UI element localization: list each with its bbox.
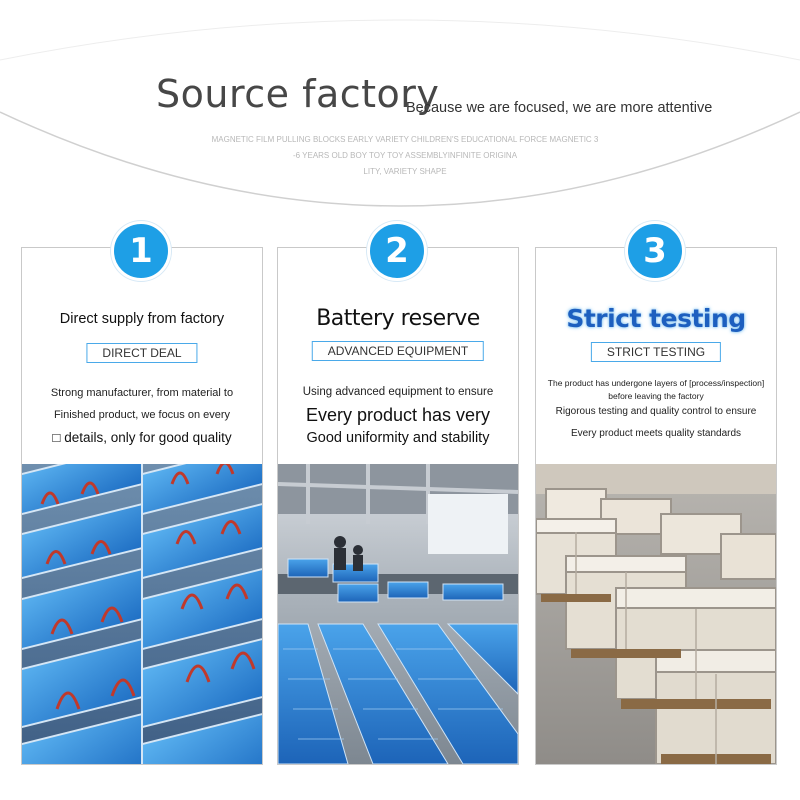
card-description: The product has undergone layers of [pro… xyxy=(536,377,776,447)
card-title: Direct supply from factory xyxy=(59,311,225,327)
step-number-2: 2 xyxy=(367,221,427,281)
card-tag: DIRECT DEAL xyxy=(86,343,198,363)
card-description-line: Using advanced equipment to ensure xyxy=(302,386,494,398)
battery-rows-photo xyxy=(22,464,262,764)
wooden-crates-photo xyxy=(536,464,776,764)
card-title: Battery reserve xyxy=(316,306,480,331)
page-description: MAGNETIC FILM PULLING BLOCKS EARLY VARIE… xyxy=(190,132,620,180)
card-description-line: Every product has very xyxy=(305,405,491,425)
card-description-line: Rigorous testing and quality control to … xyxy=(555,406,757,417)
description-line: LITY, VARIETY SHAPE xyxy=(363,167,447,176)
step-number-1: 1 xyxy=(111,221,171,281)
card-description: Strong manufacturer, from material to Fi… xyxy=(22,382,262,450)
card-tag: STRICT TESTING xyxy=(590,342,722,362)
page-subtitle: Because we are focused, we are more atte… xyxy=(406,100,713,116)
factory-floor-photo xyxy=(278,464,518,764)
card-title: Strict testing xyxy=(566,304,746,333)
card-description-line: □ details, only for good quality xyxy=(52,430,232,445)
card-description-line: Finished product, we focus on every xyxy=(53,409,231,421)
card-description-line: Strong manufacturer, from material to xyxy=(50,387,234,399)
card-description-line: Every product meets quality standards xyxy=(570,428,742,439)
description-line: -6 YEARS OLD BOY TOY TOY ASSEMBLYINFINIT… xyxy=(292,151,518,160)
header-arc-decoration xyxy=(0,19,800,207)
card-description-line: The product has undergone layers of [pro… xyxy=(547,378,765,388)
card-description: Using advanced equipment to ensure Every… xyxy=(278,382,518,448)
card-description-line: before leaving the factory xyxy=(608,391,704,401)
feature-card-battery-reserve: Battery reserve ADVANCED EQUIPMENT Using… xyxy=(277,247,519,765)
feature-card-direct-supply: Direct supply from factory DIRECT DEAL S… xyxy=(21,247,263,765)
feature-card-strict-testing: Strict testing STRICT TESTING The produc… xyxy=(535,247,777,765)
card-tag: ADVANCED EQUIPMENT xyxy=(311,341,485,361)
page-title: Source factory xyxy=(156,72,440,116)
card-description-line: Good uniformity and stability xyxy=(306,430,490,446)
description-line: MAGNETIC FILM PULLING BLOCKS EARLY VARIE… xyxy=(211,135,599,144)
step-number-3: 3 xyxy=(625,221,685,281)
